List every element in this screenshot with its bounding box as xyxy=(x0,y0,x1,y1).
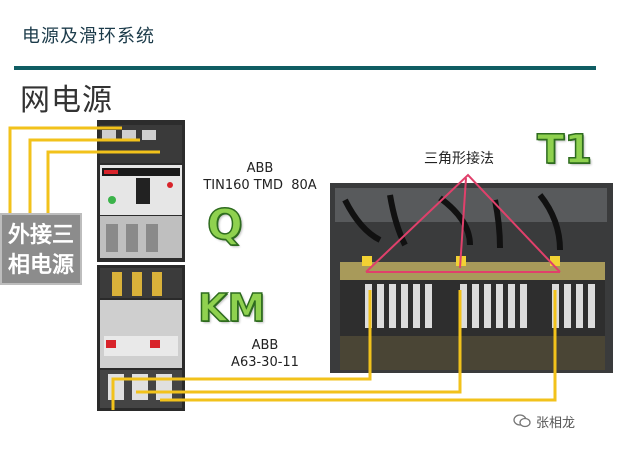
delta-connection-lines xyxy=(365,173,561,273)
breaker-photo xyxy=(97,120,185,262)
section-title: 网电源 xyxy=(20,83,113,118)
external-supply-line2: 相电源 xyxy=(7,253,74,278)
external-supply-box: 外接三 相电源 xyxy=(0,213,82,285)
transformer-tag: T1 xyxy=(536,127,593,173)
header-divider xyxy=(14,66,596,70)
page-header-title: 电源及滑环系统 xyxy=(22,26,155,47)
external-supply-line1: 外接三 xyxy=(7,223,74,248)
contactor-tag: KM xyxy=(197,285,266,331)
transformer-photo xyxy=(330,183,613,373)
contactor-brand: ABB xyxy=(251,338,279,353)
watermark-author: 张相龙 xyxy=(536,416,576,431)
breaker-brand: ABB xyxy=(246,161,274,176)
breaker-tag: Q xyxy=(206,200,243,249)
contactor-photo xyxy=(97,265,185,411)
wechat-icon xyxy=(513,413,531,428)
contactor-model: A63-30-11 xyxy=(231,355,299,370)
breaker-model: TIN160 TMD 80A xyxy=(203,178,317,193)
delta-connection-label: 三角形接法 xyxy=(424,151,494,167)
power-wires xyxy=(8,126,557,410)
